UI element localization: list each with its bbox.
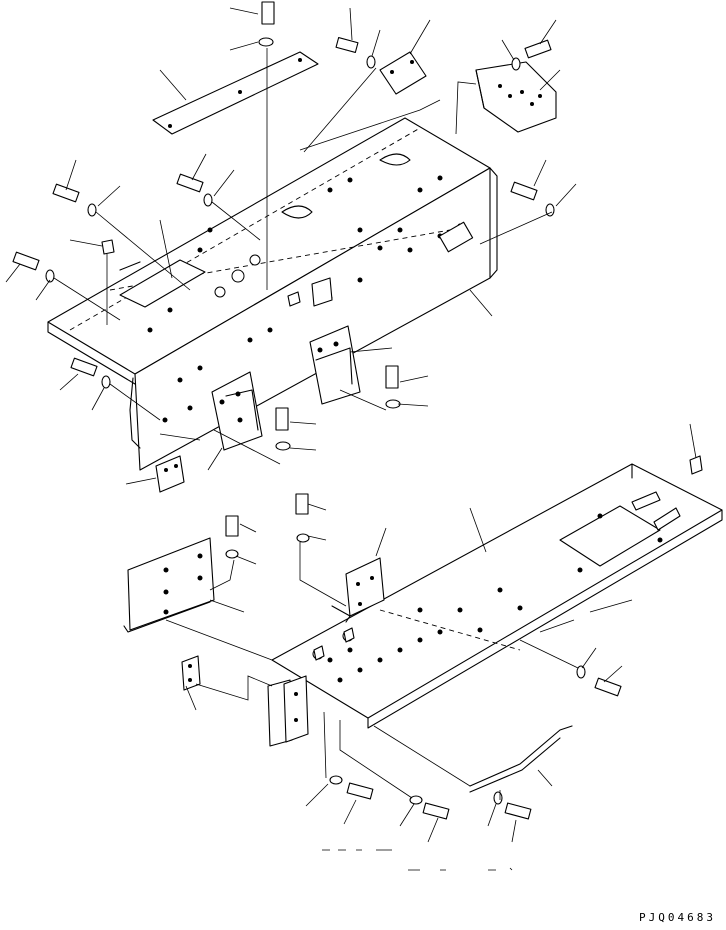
- bolt-bottom-3: [504, 802, 532, 820]
- bolt-bracket-left: [275, 407, 289, 431]
- upper-fasteners: [12, 1, 555, 451]
- bolt-bottom-1: [346, 782, 374, 800]
- bolt-lower-left: [225, 515, 239, 537]
- bolt-lower-right: [594, 677, 622, 697]
- grease-fitting-lower: [689, 455, 703, 475]
- lower-left-side-plate: [123, 537, 215, 633]
- upper-assembly-lines: [53, 48, 553, 465]
- upper-bracket-left: [211, 371, 263, 451]
- washer-bracket-right: [385, 399, 401, 409]
- bolt-left-3: [70, 357, 98, 377]
- washer-top-mid: [366, 55, 376, 69]
- bolt-bracket-right: [385, 365, 399, 389]
- upper-cover-plate: [379, 51, 427, 95]
- lower-curved-rod: [469, 725, 573, 787]
- lower-hanging-plates: [267, 675, 309, 747]
- bolt-top-center: [261, 1, 275, 25]
- washer-lower-mid: [296, 533, 310, 543]
- washer-left-2: [45, 269, 55, 283]
- grease-fitting: [101, 239, 115, 255]
- lower-frame-assembly: [123, 423, 723, 843]
- bolt-top-right: [524, 39, 552, 59]
- lower-fasteners: [225, 455, 703, 820]
- lower-deck-plate: [271, 463, 723, 729]
- washer-lower-left: [225, 549, 239, 559]
- bottom-marks: [322, 849, 513, 871]
- upper-bracket-right: [309, 325, 361, 405]
- bolt-mid-1: [176, 173, 204, 193]
- bolt-left-1: [52, 183, 80, 203]
- upper-main-frame: [47, 117, 498, 471]
- nut-upper: [287, 291, 301, 307]
- upper-top-strip-plate: [152, 51, 319, 135]
- washer-bottom-3: [493, 791, 503, 805]
- lower-leader-lines: [185, 423, 697, 843]
- bolt-bottom-2: [422, 802, 450, 820]
- upper-bent-rod: [129, 377, 141, 449]
- lower-mid-bracket: [331, 557, 385, 623]
- washer-lower-right: [576, 665, 586, 679]
- bolt-left-2: [12, 251, 40, 271]
- drawing-code-label: PJQ04683: [639, 911, 716, 924]
- bolt-top-mid: [335, 37, 359, 53]
- washer-left-1: [87, 203, 97, 217]
- washer-top-right: [511, 57, 521, 71]
- washer-bottom-1: [329, 775, 343, 785]
- upper-small-bracket: [155, 455, 185, 493]
- washer-top-center: [258, 37, 274, 47]
- upper-frame-assembly: [5, 1, 577, 493]
- upper-step-plate: [475, 61, 557, 133]
- washer-mid-1: [203, 193, 213, 207]
- washer-bracket-left: [275, 441, 291, 451]
- nut-lower-2: [343, 627, 355, 643]
- washer-bottom-2: [409, 795, 423, 805]
- lower-small-bracket: [181, 655, 201, 691]
- nut-lower-1: [313, 645, 325, 661]
- upper-leader-lines: [5, 7, 577, 485]
- bolt-right-1: [510, 181, 538, 201]
- washer-left-3: [101, 375, 111, 389]
- bolt-lower-mid: [295, 493, 309, 515]
- lower-assembly-lines: [165, 542, 633, 800]
- washer-right-1: [545, 203, 555, 217]
